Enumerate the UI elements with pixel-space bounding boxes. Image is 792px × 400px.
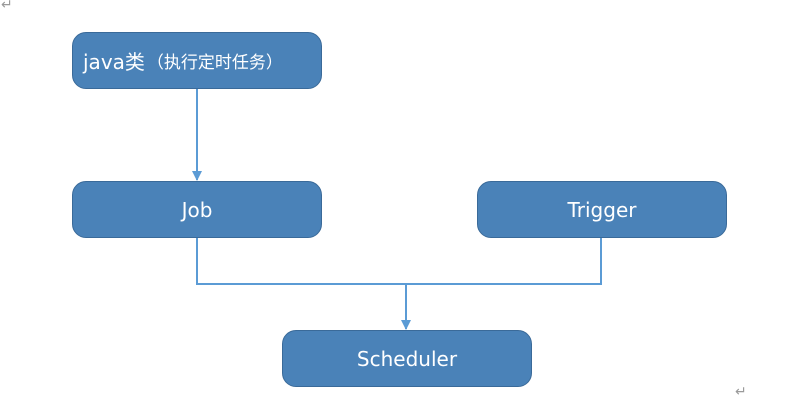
java-class-node: java类（执行定时任务） (72, 32, 322, 89)
job-node: Job (72, 181, 322, 238)
job-label: Job (181, 197, 213, 222)
paragraph-mark-icon: ↵ (1, 0, 13, 13)
edge-job-to-junction (196, 238, 406, 285)
paragraph-mark-icon: ↵ (735, 384, 747, 400)
trigger-node: Trigger (477, 181, 727, 238)
scheduler-node: Scheduler (282, 330, 532, 387)
trigger-label: Trigger (567, 197, 637, 222)
java-class-label: java类 (83, 50, 145, 74)
java-class-sublabel: （执行定时任务） (146, 53, 283, 73)
scheduler-label: Scheduler (356, 346, 458, 371)
edge-trigger-to-junction (406, 238, 602, 285)
